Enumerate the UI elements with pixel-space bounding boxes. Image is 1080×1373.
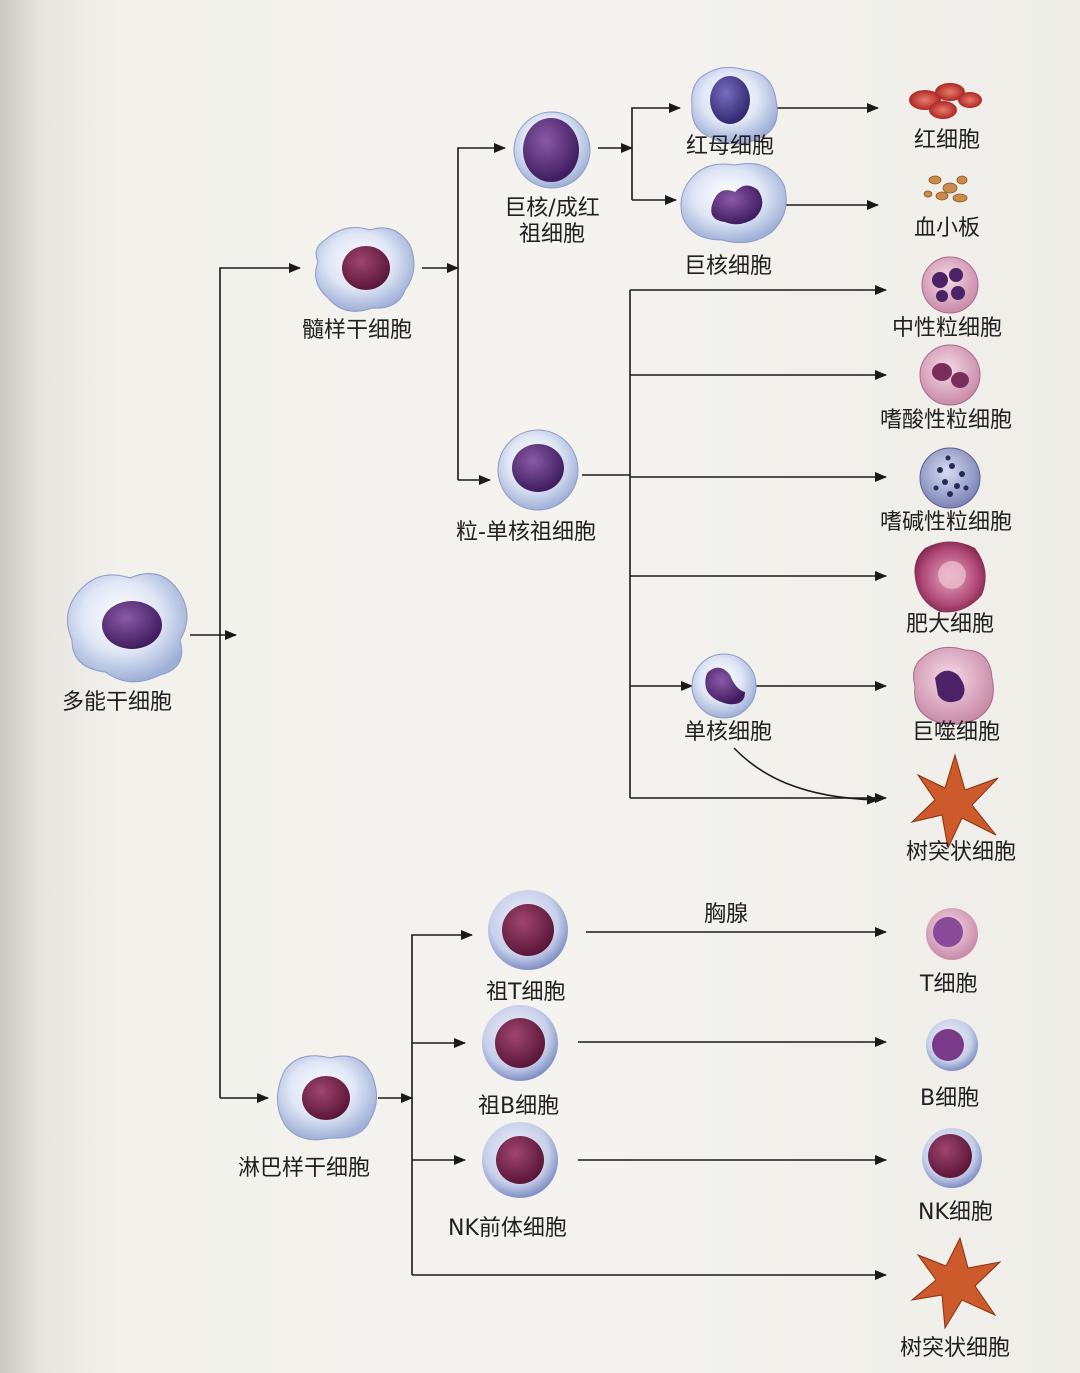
mast-cell-icon — [914, 541, 986, 613]
label-pro-b: 祖B细胞 — [478, 1094, 560, 1119]
mk-ery-progenitor-cell-icon — [513, 111, 591, 189]
label-platelet: 血小板 — [914, 216, 981, 241]
lymphoid-stem-cell-icon — [277, 1055, 377, 1141]
label-b-cell: B细胞 — [920, 1086, 980, 1111]
label-megakaryocyte: 巨核细胞 — [684, 254, 773, 279]
nk-cell-icon — [922, 1128, 982, 1188]
megakaryocyte-cell-icon — [680, 163, 787, 244]
arrow-trunk-myeloid — [219, 263, 301, 1098]
eosinophil-cell-icon — [919, 344, 981, 406]
label-hsc: 多能干细胞 — [62, 690, 173, 715]
erythroblast-cell-icon — [691, 66, 778, 145]
gm-progenitor-cell-icon — [497, 429, 579, 511]
arrow-to-pro-t — [411, 930, 473, 1275]
label-mk-ery-prog-2: 祖细胞 — [518, 222, 586, 247]
neutrophil-cell-icon — [921, 256, 979, 314]
basophil-cell-icon — [919, 447, 981, 509]
arrow-monocyte-dendritic — [733, 747, 879, 805]
pro-b-cell-icon — [482, 1005, 558, 1081]
label-neutrophil: 中性粒细胞 — [892, 316, 1003, 341]
rbc-cell-icon — [909, 83, 982, 119]
hsc-cell-icon — [67, 573, 188, 683]
label-eosinophil: 嗜酸性粒细胞 — [880, 408, 1013, 433]
label-thymus: 胸腺 — [704, 902, 749, 927]
label-mk-ery-prog-1: 巨核/成红 — [504, 196, 600, 221]
pro-t-cell-icon — [488, 890, 568, 970]
monocyte-cell-icon — [691, 653, 757, 719]
label-gm-prog: 粒-单核祖细胞 — [456, 520, 596, 545]
label-nk-prec: NK前体细胞 — [448, 1216, 567, 1241]
label-basophil: 嗜碱性粒细胞 — [880, 510, 1013, 535]
platelet-cell-icon — [923, 175, 968, 203]
nk-precursor-cell-icon — [482, 1122, 558, 1198]
label-dendritic-2: 树突状细胞 — [900, 1336, 1011, 1361]
label-macrophage: 巨噬细胞 — [912, 720, 1001, 745]
label-erythroblast: 红母细胞 — [686, 134, 775, 159]
macrophage-cell-icon — [913, 646, 994, 725]
label-mast: 肥大细胞 — [906, 612, 995, 637]
label-dendritic-1: 树突状细胞 — [906, 840, 1017, 865]
label-monocyte: 单核细胞 — [684, 720, 773, 745]
label-rbc: 红细胞 — [914, 128, 981, 153]
t-cell-icon — [926, 908, 978, 960]
label-nk-cell: NK细胞 — [918, 1200, 993, 1225]
page-spine-shadow — [0, 0, 38, 1373]
connector-lines — [190, 103, 887, 1280]
dendritic-cell-icon-1 — [910, 753, 999, 850]
arrow-to-erythroblast — [631, 103, 681, 200]
dendritic-cell-icon-2 — [910, 1236, 1002, 1330]
myeloid-stem-cell-icon — [315, 227, 415, 312]
label-pro-t: 祖T细胞 — [486, 980, 566, 1005]
arrow-to-mk-ery — [457, 143, 506, 480]
label-t-cell: T细胞 — [920, 972, 978, 997]
b-cell-icon — [926, 1019, 978, 1071]
label-lymphoid-stem: 淋巴样干细胞 — [238, 1156, 371, 1181]
label-myeloid-stem: 髓样干细胞 — [302, 318, 413, 343]
